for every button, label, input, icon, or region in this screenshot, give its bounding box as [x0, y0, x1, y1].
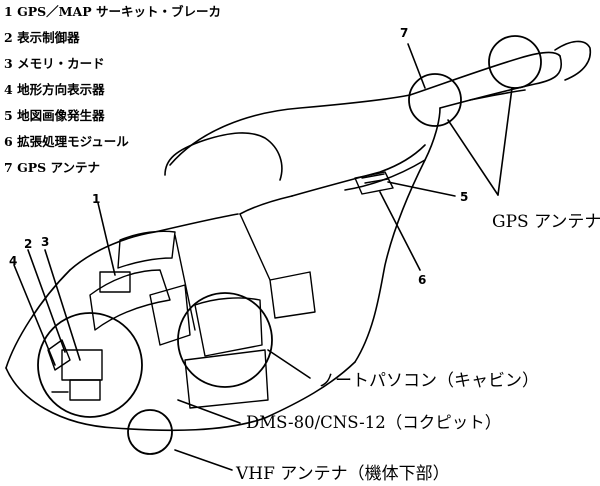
- marker-1: 1: [92, 192, 101, 206]
- legend-text: 拡張処理モジュール: [17, 134, 129, 149]
- component-legend: 1 GPS／MAP サーキット・ブレーカ 2 表示制御器 3 メモリ・カード 4…: [4, 2, 221, 184]
- highlight-circles: [37, 35, 542, 455]
- marker-2: 2: [24, 237, 33, 251]
- cabin-highlight-circle: [177, 292, 273, 388]
- legend-text: 表示制御器: [17, 30, 80, 45]
- legend-number: 4: [4, 82, 13, 97]
- avionics-box: [354, 171, 394, 195]
- legend-text: 地形方向表示器: [17, 82, 105, 97]
- leader-lines: [13, 43, 513, 471]
- legend-item-5: 5 地図画像発生器: [4, 106, 221, 132]
- legend-number: 7: [4, 160, 13, 175]
- legend-number: 3: [4, 56, 13, 71]
- marker-3: 3: [41, 235, 50, 249]
- legend-number: 2: [4, 30, 13, 45]
- cockpit-instruments: [47, 271, 131, 401]
- legend-number: 5: [4, 108, 13, 123]
- legend-text: メモリ・カード: [17, 56, 105, 71]
- dms-label: DMS-80/CNS-12（コクピット）: [246, 413, 502, 432]
- legend-item-4: 4 地形方向表示器: [4, 80, 221, 106]
- vhf-antenna-label: VHF アンテナ（機体下部）: [236, 464, 450, 484]
- legend-item-7: 7 GPS アンテナ: [4, 158, 221, 184]
- legend-text: GPS／MAP サーキット・ブレーカ: [17, 4, 221, 19]
- vhf-antenna-circle: [127, 409, 173, 455]
- legend-item-6: 6 拡張処理モジュール: [4, 132, 221, 158]
- legend-text: 地図画像発生器: [17, 108, 105, 123]
- marker-7: 7: [400, 26, 409, 40]
- legend-text: GPS アンテナ: [17, 160, 101, 175]
- gps-antenna-label: GPS アンテナ: [492, 212, 600, 232]
- cockpit-highlight-circle: [37, 312, 143, 418]
- legend-item-2: 2 表示制御器: [4, 28, 221, 54]
- legend-item-3: 3 メモリ・カード: [4, 54, 221, 80]
- windows: [89, 213, 316, 409]
- gps-antenna-circle-1: [408, 73, 462, 127]
- marker-4: 4: [9, 254, 18, 268]
- marker-5: 5: [460, 190, 469, 204]
- notebook-pc-label: ノートパソコン（キャビン）: [318, 371, 539, 391]
- legend-item-1: 1 GPS／MAP サーキット・ブレーカ: [4, 2, 221, 28]
- gps-antenna-circle-2: [488, 35, 542, 89]
- legend-number: 1: [4, 4, 13, 19]
- legend-number: 6: [4, 134, 13, 149]
- marker-6: 6: [418, 273, 427, 287]
